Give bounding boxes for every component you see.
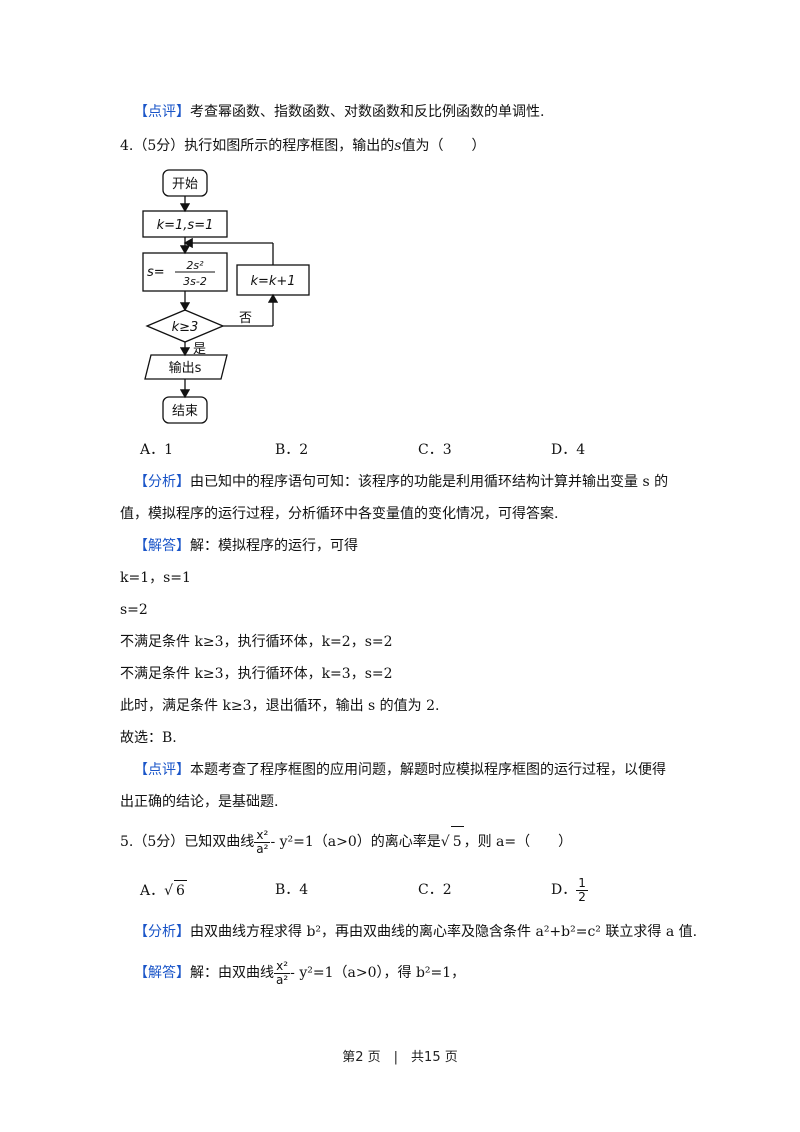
q4-analysis: 【分析】由已知中的程序语句可知：该程序的功能是利用循环结构计算并输出变量 s 的 bbox=[134, 472, 668, 492]
option-key: D bbox=[551, 882, 563, 898]
q5-stem-prefix: 5.（5分）已知双曲线 bbox=[120, 834, 255, 850]
analysis-line: 由双曲线方程求得 b²，再由双曲线的离心率及隐含条件 a²+b²=c² 联立求得… bbox=[190, 924, 698, 940]
frac-num: x² bbox=[254, 828, 271, 843]
q5-option-a: A．√6 bbox=[140, 880, 187, 901]
review-line: 本题考查了程序框图的应用问题，解题时应模拟程序框图的运行过程，以便得 bbox=[190, 762, 666, 778]
answer-step-5: 此时，满足条件 k≥3，退出循环，输出 s 的值为 2. bbox=[120, 698, 440, 714]
frac-num: 1 bbox=[576, 875, 588, 891]
frac-den: a² bbox=[256, 841, 269, 856]
answer-step-3: 不满足条件 k≥3，执行循环体，k=2，s=2 bbox=[120, 634, 393, 650]
option-text: 1 bbox=[164, 442, 174, 458]
answer-choice: 故选：B. bbox=[120, 730, 177, 746]
q4-option-d: D．4 bbox=[551, 442, 586, 458]
end-node bbox=[162, 396, 208, 424]
start-label: 开始 bbox=[172, 177, 198, 192]
answer-line: 解：模拟程序的运行，可得 bbox=[190, 538, 358, 554]
option-text: 4 bbox=[576, 442, 586, 458]
q5-analysis: 【分析】由双曲线方程求得 b²，再由双曲线的离心率及隐含条件 a²+b²=c² … bbox=[134, 922, 697, 942]
assign-den: 3s-2 bbox=[183, 275, 207, 288]
q4-option-a: A．1 bbox=[140, 442, 174, 458]
answer-tag: 【解答】 bbox=[134, 965, 190, 981]
q4-stem-suffix: 值为（ ） bbox=[401, 138, 486, 154]
q4-stem-prefix: 4.（5分）执行如图所示的程序框图，输出的 bbox=[120, 138, 395, 154]
review-tag: 【点评】 bbox=[134, 762, 190, 778]
q4-option-b: B．2 bbox=[275, 442, 309, 458]
q4-stem-var: s bbox=[394, 138, 402, 154]
answer-tag: 【解答】 bbox=[134, 538, 190, 554]
analysis-tag: 【分析】 bbox=[134, 474, 190, 490]
yes-label: 是 bbox=[193, 342, 206, 357]
answer-suffix: - y²=1（a>0），得 b²=1， bbox=[290, 965, 466, 981]
answer-prefix: 解：由双曲线 bbox=[190, 965, 274, 981]
answer-step-1: k=1，s=1 bbox=[120, 570, 191, 586]
option-key: B bbox=[275, 442, 286, 458]
frac-num: x² bbox=[274, 959, 291, 974]
q5-stem-suffix: ，则 a=（ ） bbox=[463, 834, 573, 850]
q3-review: 【点评】考查幂函数、指数函数、对数函数和反比例函数的单调性. bbox=[134, 102, 544, 122]
q5-option-b: B．4 bbox=[275, 882, 309, 898]
option-text: 3 bbox=[442, 442, 452, 458]
q5-sqrt: 5 bbox=[450, 826, 464, 857]
init-label: k=1,s=1 bbox=[157, 218, 214, 233]
increment-label: k=k+1 bbox=[250, 274, 295, 289]
q4-review: 【点评】本题考查了程序框图的应用问题，解题时应模拟程序框图的运行过程，以便得 bbox=[134, 760, 666, 780]
q4-option-c: C．3 bbox=[418, 442, 452, 458]
q5-option-c: C．2 bbox=[418, 882, 452, 898]
q4-analysis-2: 值，模拟程序的运行过程，分析循环中各变量值的变化情况，可得答案. bbox=[120, 506, 559, 522]
analysis-line: 由已知中的程序语句可知：该程序的功能是利用循环结构计算并输出变量 s 的 bbox=[190, 474, 669, 490]
option-key: B bbox=[275, 882, 286, 898]
q5-stem-mid: - y²=1（a>0）的离心率是 bbox=[270, 834, 441, 850]
q4-answer: 【解答】解：模拟程序的运行，可得 bbox=[134, 536, 358, 556]
end-label: 结束 bbox=[172, 404, 198, 419]
review-text: 考查幂函数、指数函数、对数函数和反比例函数的单调性. bbox=[190, 104, 545, 120]
output-label: 输出s bbox=[169, 360, 202, 376]
no-label: 否 bbox=[239, 311, 252, 326]
flowchart: 开始 k=1,s=1 s= 2s² 3s-2 k=k+1 k≥3 否 是 输出s… bbox=[142, 169, 310, 424]
option-text: 2 bbox=[299, 442, 309, 458]
frac-den: 2 bbox=[578, 889, 586, 904]
assign-num: 2s² bbox=[186, 259, 204, 272]
option-text: 4 bbox=[299, 882, 309, 898]
option-key: C bbox=[418, 882, 429, 898]
output-box bbox=[144, 354, 228, 380]
q4-review-2: 出正确的结论，是基础题. bbox=[120, 794, 279, 810]
option-radical: 6 bbox=[174, 880, 187, 901]
option-key: C bbox=[418, 442, 429, 458]
analysis-tag: 【分析】 bbox=[134, 924, 190, 940]
option-key: A bbox=[140, 442, 151, 458]
option-key: D bbox=[551, 442, 563, 458]
answer-step-4: 不满足条件 k≥3，执行循环体，k=3，s=2 bbox=[120, 666, 393, 682]
condition-label: k≥3 bbox=[172, 320, 199, 335]
option-key: A bbox=[140, 883, 151, 899]
page-footer: 第2 页 | 共15 页 bbox=[342, 1050, 458, 1065]
review-tag: 【点评】 bbox=[134, 104, 190, 120]
answer-step-2: s=2 bbox=[120, 602, 148, 618]
option-text: 2 bbox=[442, 882, 452, 898]
q4-stem: 4.（5分）执行如图所示的程序框图，输出的s值为（ ） bbox=[120, 136, 485, 156]
assign-left: s= bbox=[147, 265, 165, 280]
frac-den: a² bbox=[276, 972, 289, 987]
